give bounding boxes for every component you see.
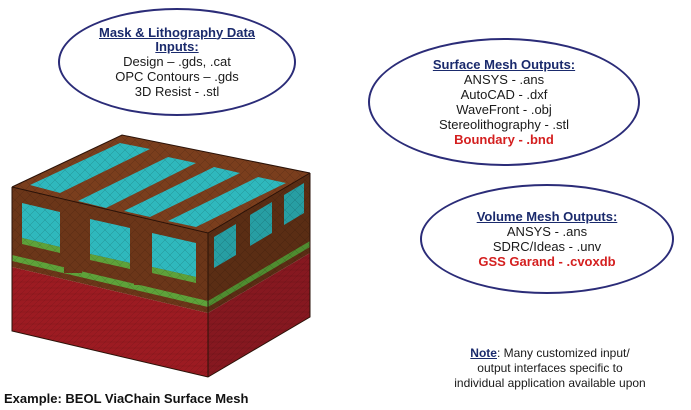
inputs-title-line2: Inputs: [155,38,199,54]
surface-outputs-title: Surface Mesh Outputs: [432,56,576,72]
note-line1: Note: Many customized input/ [440,346,660,361]
note-line3: individual application available upon [454,376,646,390]
inputs-title: Mask & Lithography Data Inputs: [87,24,267,54]
input-item-resist: 3D Resist - .stl [134,83,220,99]
inputs-title-line1: Mask & Lithography Data [98,24,256,40]
via-chain-mesh-illustration [11,134,311,378]
surface-item-wavefront: WaveFront - .obj [456,101,552,117]
note-line1-text: : Many customized input/ [496,346,630,360]
input-item-opc: OPC Contours – .gds [115,68,239,84]
volume-item-ansys: ANSYS - .ans [506,223,588,239]
inputs-oval: Mask & Lithography Data Inputs: Design –… [58,8,296,116]
surface-item-autocad: AutoCAD - .dxf [460,86,548,102]
surface-item-ansys: ANSYS - .ans [463,71,545,87]
note-label: Note [470,346,497,360]
input-item-design: Design – .gds, .cat [123,53,231,69]
surface-item-boundary: Boundary - .bnd [454,131,554,147]
note-line2: output interfaces specific to [477,361,623,375]
surface-item-stl: Stereolithography - .stl [438,116,570,132]
volume-item-sdrc: SDRC/Ideas - .unv [492,238,602,254]
surface-outputs-oval: Surface Mesh Outputs: ANSYS - .ans AutoC… [368,38,640,166]
customization-note: Note: Many customized input/ output inte… [440,346,660,391]
volume-outputs-oval: Volume Mesh Outputs: ANSYS - .ans SDRC/I… [420,184,674,294]
volume-item-gss: GSS Garand - .cvoxdb [478,253,616,269]
mesh-example-caption: Example: BEOL ViaChain Surface Mesh [4,391,249,406]
volume-outputs-title: Volume Mesh Outputs: [476,208,618,224]
